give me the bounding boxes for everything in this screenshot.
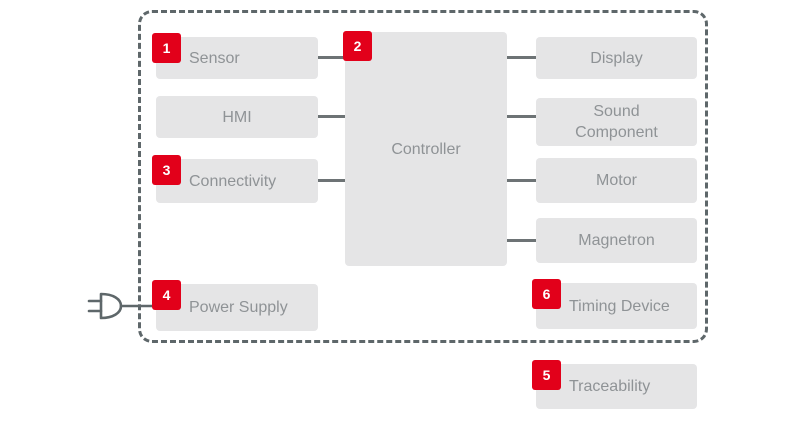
- connector-controller-motor: [507, 179, 536, 182]
- badge-sensor: 1: [152, 33, 181, 63]
- connector-hmi-controller: [318, 115, 345, 118]
- block-timing-device-label: Timing Device: [569, 297, 670, 315]
- connector-controller-display: [507, 56, 536, 59]
- block-traceability-label: Traceability: [569, 378, 651, 395]
- badge-controller: 2: [343, 31, 372, 61]
- block-hmi: HMI: [156, 96, 318, 138]
- block-power-supply: 4 Power Supply: [152, 280, 318, 331]
- block-sound-component-label: Sound Component: [575, 103, 658, 141]
- block-traceability: 5 Traceability: [532, 360, 697, 409]
- system-boundary-dashed-frame: [138, 10, 708, 343]
- badge-traceability: 5: [532, 360, 561, 390]
- connector-sensor-controller: [318, 56, 345, 59]
- badge-timing-device: 6: [532, 279, 561, 309]
- block-connectivity-label: Connectivity: [189, 172, 277, 190]
- block-motor-label: Motor: [596, 172, 637, 189]
- badge-power-supply: 4: [152, 280, 181, 310]
- connector-connectivity-controller: [318, 179, 345, 182]
- block-magnetron: Magnetron: [536, 218, 697, 263]
- badge-connectivity: 3: [152, 155, 181, 185]
- block-controller: 2 Controller: [343, 31, 507, 266]
- block-hmi-label: HMI: [222, 108, 252, 126]
- block-sound-component: Sound Component: [536, 98, 697, 146]
- block-sensor-label: Sensor: [189, 49, 240, 67]
- power-plug-icon: [87, 292, 154, 320]
- block-magnetron-label: Magnetron: [578, 232, 655, 249]
- block-connectivity: 3 Connectivity: [152, 155, 318, 203]
- block-sensor: 1 Sensor: [152, 33, 318, 79]
- block-display-label: Display: [590, 49, 643, 67]
- connector-controller-sound: [507, 115, 536, 118]
- connector-controller-magnetron: [507, 239, 536, 242]
- block-motor: Motor: [536, 158, 697, 203]
- block-timing-device: 6 Timing Device: [532, 279, 697, 329]
- block-display: Display: [536, 37, 697, 79]
- block-power-supply-label: Power Supply: [189, 299, 288, 316]
- block-controller-label: Controller: [391, 140, 461, 158]
